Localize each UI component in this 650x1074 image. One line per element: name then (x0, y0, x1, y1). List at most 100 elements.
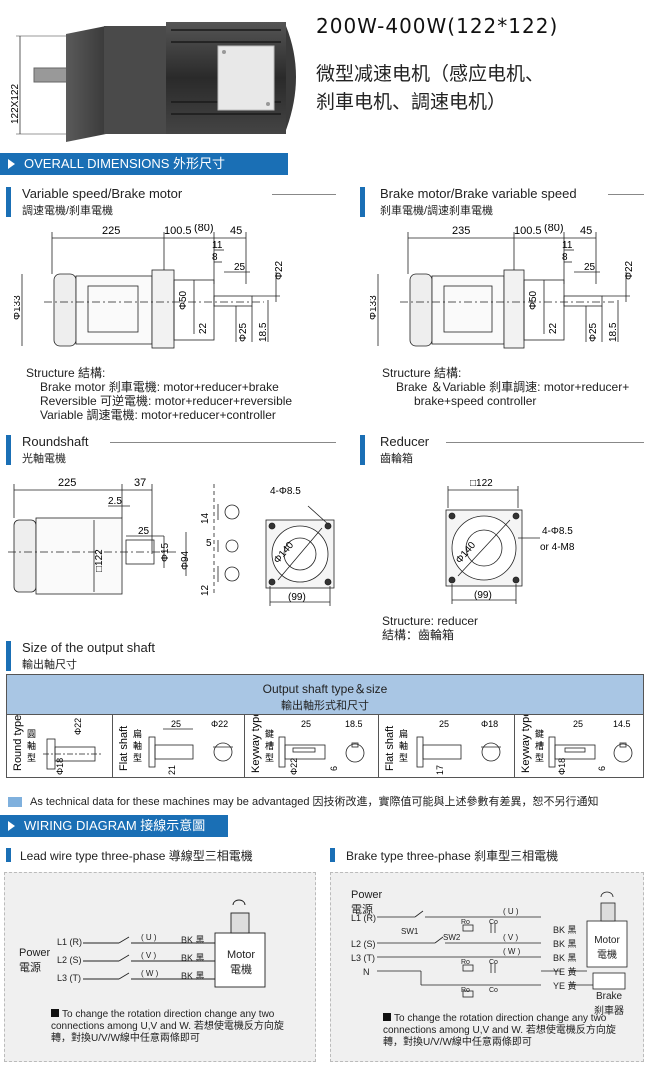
note-line2: connections among U,V and W. 若想使電機反方向旋 (51, 1021, 284, 1032)
wire-bk: BK 黑 (553, 939, 577, 949)
shaft-table-header: Output shaft type＆size 輸出軸形式和尺寸 (7, 675, 643, 715)
dim-8: 8 (562, 252, 568, 263)
cell-cn-0: 扁 (399, 728, 408, 739)
reducer-heading: Reducer 齒輪箱 (380, 434, 429, 466)
shaft-title-en: Size of the output shaft (22, 640, 155, 655)
power-cn: 電源 (351, 904, 373, 916)
round-title-cn: 光軸電機 (22, 453, 66, 465)
dim-8: 8 (212, 252, 218, 263)
brake-drawing: 235 100.5 (80) 45 11 8 25 Φ22 Φ133 Φ50 2… (368, 222, 646, 354)
cell-cn-2: 型 (133, 753, 142, 763)
dim-25: 25 (584, 262, 596, 273)
dim-18-5: 18.5 (258, 322, 269, 342)
shaft-cell-flat-2: Flat shaft 扁 軸 型 25 Φ18 17 (379, 715, 515, 777)
variable-structure: Structure 結構: Brake motor 刹車電機: motor+re… (26, 366, 292, 422)
cell-dim: 18.5 (345, 719, 363, 729)
dim-99: (99) (288, 592, 306, 603)
line-u: ( U ) (141, 933, 157, 942)
note-line3: 轉，對換U/V/W線中任意兩條即可 (51, 1033, 200, 1044)
structure-line: Brake motor 刹車電機: motor+reducer+brake (40, 380, 279, 394)
line-l2: L2 (S) (57, 955, 82, 965)
capacitor-co: Co (489, 987, 498, 994)
cell-type: Round type (12, 715, 24, 771)
section-marker (360, 435, 365, 465)
bullet-square-icon (51, 1009, 59, 1017)
cell-dim: Φ22 (289, 758, 299, 775)
section-marker (6, 641, 11, 671)
capacitor-co: Co (489, 919, 498, 926)
structure-line: Reversible 可逆電機: motor+reducer+reversibl… (40, 394, 293, 408)
structure-line: Variable 調速電機: motor+reducer+controller (40, 408, 276, 422)
dim-22: 22 (198, 322, 209, 334)
wiring-note: To change the rotation direction change … (383, 1013, 633, 1049)
cell-type: Flat shaft (118, 726, 130, 771)
dim-80: (80) (544, 224, 564, 234)
dim-phi25: Φ25 (238, 322, 249, 342)
dim-18-5: 18.5 (608, 322, 619, 342)
dim-12: 12 (200, 584, 211, 596)
section-marker (6, 435, 11, 465)
wiring-right-box: Power 電源 L1 (R) L2 (S) L3 (T) N SW1 SW2 … (330, 872, 644, 1062)
dim-45: 45 (230, 225, 242, 237)
cell-cn-1: 軸 (27, 740, 36, 751)
cell-dim: 25 (171, 719, 181, 729)
line-l3: L3 (T) (351, 953, 376, 963)
brake-title-en: Brake motor/Brake variable speed (380, 186, 577, 201)
line-l3: L3 (T) (57, 973, 82, 983)
dim-100-5: 100.5 (164, 225, 192, 237)
dim-phi15: Φ15 (160, 542, 171, 562)
wiring-marker (6, 848, 11, 862)
cell-type: Flat shaft (384, 726, 396, 771)
wiring-left-title: Lead wire type three-phase 導線型三相電機 (20, 849, 253, 863)
wiring-right-title: Brake type three-phase 刹車型三相電機 (346, 849, 559, 863)
motor-cn: 電機 (230, 964, 252, 976)
divider (110, 442, 336, 443)
notice-text: As technical data for these machines may… (30, 796, 599, 808)
dim-11: 11 (562, 240, 573, 251)
shaft-table: Output shaft type＆size 輸出軸形式和尺寸 Round ty… (6, 674, 644, 778)
dim-2-5: 2.5 (108, 496, 122, 507)
cell-dim: 6 (329, 766, 339, 771)
resistor-ro: Ro (461, 919, 470, 926)
dim-11: 11 (212, 240, 223, 251)
divider (608, 194, 644, 195)
line-u: ( U ) (503, 907, 519, 916)
switch-sw1: SW1 (401, 927, 419, 936)
structure-line: Brake ＆Variable 刹車調速: motor+reducer+ (396, 380, 630, 394)
line-l1: L1 (R) (351, 913, 377, 923)
structure-cn: 結構：齒輪箱 (382, 628, 455, 642)
cell-dim: 25 (573, 719, 583, 729)
note-line1: To change the rotation direction change … (62, 1009, 275, 1020)
power-label: Power 電源 (19, 947, 50, 975)
cell-cn-1: 軸 (399, 740, 408, 751)
dim-phi133: Φ133 (14, 295, 23, 320)
cell-cn-0: 鍵 (265, 728, 274, 739)
cell-dim: 25 (301, 719, 311, 729)
cell-dim: 14.5 (613, 719, 631, 729)
dim-22: 22 (548, 322, 559, 334)
wire-bk: BK 黑 (181, 971, 205, 981)
dim-4-phi8-5: 4-Φ8.5 (270, 486, 301, 497)
brake-cn: 刹車器 (594, 1006, 624, 1017)
motor-cn: 電機 (597, 950, 617, 961)
cell-cn-2: 型 (399, 753, 408, 763)
dim-phi50: Φ50 (528, 290, 539, 310)
power-en: Power (19, 947, 51, 959)
reducer-title-cn: 齒輪箱 (380, 453, 413, 465)
reducer-drawing: □122 4-Φ8.5 or 4-M8 Φ140 (99) (430, 476, 640, 606)
power-cn: 電源 (19, 962, 41, 974)
table-head-en: Output shaft type＆size (262, 682, 388, 696)
line-l1: L1 (R) (57, 937, 83, 947)
structure-label: Structure 結構: (382, 366, 462, 380)
dim-phi94: Φ94 (180, 550, 191, 570)
power-label: Power 電源 (351, 889, 382, 917)
structure-en: Structure: reducer (382, 614, 479, 628)
dim-99: (99) (474, 590, 492, 601)
dim-225: 225 (58, 477, 76, 489)
motor-photo: 122X122 (6, 6, 306, 146)
dim-100-5: 100.5 (514, 225, 542, 237)
dim-phi50: Φ50 (178, 290, 189, 310)
dim-sq122: □122 (94, 549, 105, 572)
cell-dim: 6 (597, 766, 607, 771)
shaft-cell-round: Round type 圓 軸 型 Φ22 Φ18 (7, 715, 113, 777)
